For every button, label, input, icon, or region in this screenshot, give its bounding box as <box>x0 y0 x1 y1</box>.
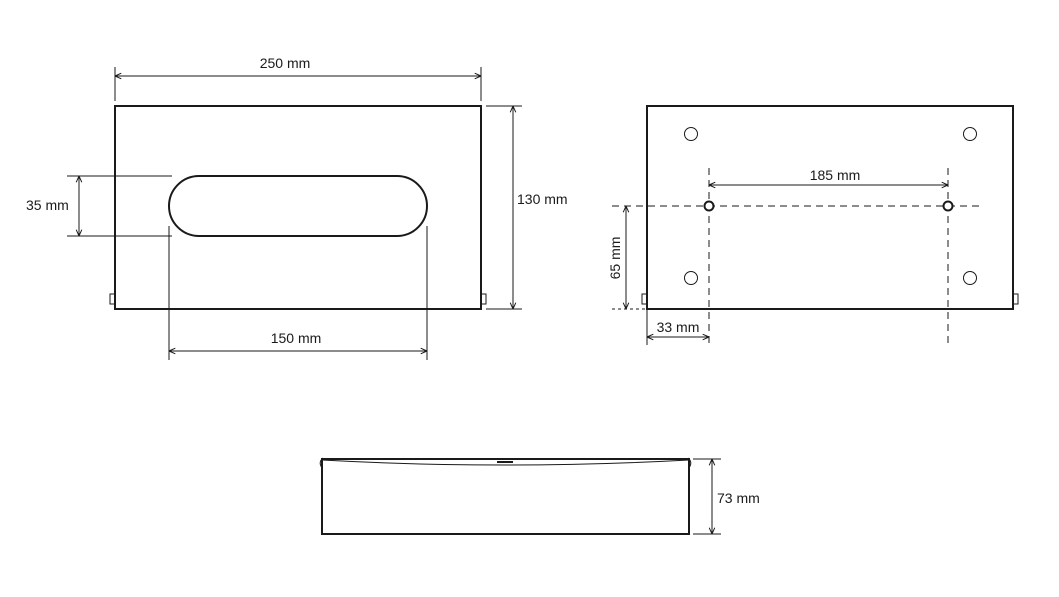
back-body-outline <box>646 105 1014 310</box>
corner-hole-top-left <box>684 127 698 141</box>
front-view: 250 mm 130 mm 35 mm 150 mm <box>26 55 568 360</box>
side-view: 73 mm <box>319 457 760 535</box>
front-height-label: 130 mm <box>517 191 568 207</box>
side-lid-curl-right <box>687 457 692 469</box>
slot-width-label: 150 mm <box>271 330 322 346</box>
back-view: 185 mm 65 mm 33 mm <box>607 105 1019 346</box>
back-left-tab <box>641 293 647 305</box>
side-lid-curl-left <box>319 457 324 469</box>
mounting-hole-right <box>942 200 954 212</box>
tissue-slot <box>168 175 428 237</box>
front-right-tab <box>481 293 487 305</box>
corner-hole-bottom-right <box>963 271 977 285</box>
side-depth-label: 73 mm <box>717 490 760 506</box>
hole-spacing-label: 185 mm <box>810 167 861 183</box>
corner-hole-bottom-left <box>684 271 698 285</box>
front-body-outline <box>114 105 482 310</box>
mounting-hole-left <box>703 200 715 212</box>
front-left-tab <box>109 293 115 305</box>
front-width-label: 250 mm <box>260 55 311 71</box>
back-right-tab <box>1013 293 1019 305</box>
side-body-outline <box>321 458 690 535</box>
hole-offset-label: 33 mm <box>657 319 700 335</box>
side-lid-edge <box>321 459 690 466</box>
slot-height-label: 35 mm <box>26 197 69 213</box>
hole-height-label: 65 mm <box>607 237 623 280</box>
corner-hole-top-right <box>963 127 977 141</box>
